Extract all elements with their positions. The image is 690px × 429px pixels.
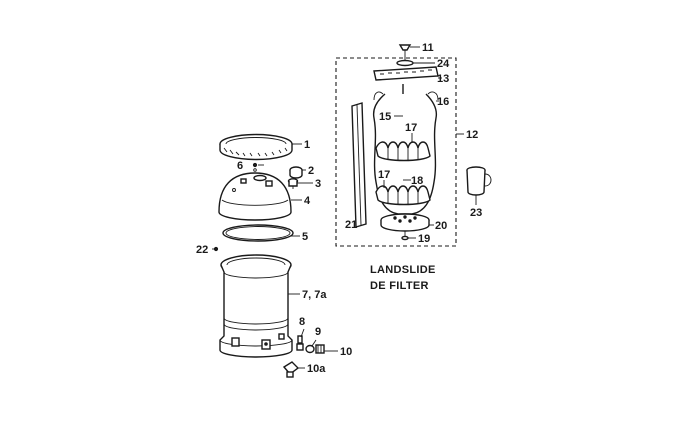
part-label-13: 13 — [437, 73, 449, 85]
o-ring-part — [222, 224, 294, 242]
part-label-18: 18 — [411, 175, 423, 187]
filter-grid-upper-part — [375, 141, 431, 162]
measuring-scoop-part — [466, 166, 492, 196]
lock-ring-part — [219, 133, 293, 161]
caption-line-1: LANDSLIDE — [370, 264, 436, 276]
caption-line-2: DE FILTER — [370, 280, 429, 292]
manifold-part — [373, 59, 439, 81]
part-label-24: 24 — [437, 58, 450, 70]
part-label-9: 9 — [315, 326, 321, 338]
part-label-4: 4 — [304, 195, 311, 207]
screw-part — [252, 162, 258, 172]
part-label-3: 3 — [315, 178, 321, 190]
part-label-17-lower: 17 — [378, 169, 390, 181]
part-label-15: 15 — [379, 111, 391, 123]
air-relief-cap-part — [289, 166, 303, 179]
part-label-5: 5 — [302, 231, 308, 243]
bottom-nut-part — [401, 231, 409, 241]
part-label-1: 1 — [304, 139, 310, 151]
grid-assembly-box — [335, 57, 457, 247]
tank-dome-part — [218, 172, 292, 221]
part-label-12: 12 — [466, 129, 478, 141]
part-label-23: 23 — [470, 207, 482, 219]
drain-cap-part — [282, 361, 300, 378]
valve-assembly-part — [287, 178, 299, 189]
leader-lines — [212, 46, 477, 369]
part-label-20: 20 — [435, 220, 447, 232]
part-label-7: 7, 7a — [302, 289, 327, 301]
part-label-22: 22 — [196, 244, 208, 256]
bottom-plate-part — [380, 213, 430, 232]
top-knob-part — [398, 44, 412, 60]
part-label-17-upper: 17 — [405, 122, 417, 134]
part-label-21: 21 — [345, 219, 357, 231]
part-label-10a: 10a — [307, 363, 326, 375]
part-label-8: 8 — [299, 316, 305, 328]
separator-tube-part — [351, 102, 367, 228]
part-label-19: 19 — [418, 233, 430, 245]
part-label-10: 10 — [340, 346, 352, 358]
part-label-2: 2 — [308, 165, 314, 177]
drain-fitting-part — [296, 335, 325, 354]
part-label-11: 11 — [422, 42, 434, 54]
part-label-6: 6 — [237, 160, 243, 172]
filter-grid-lower-part — [375, 185, 431, 206]
tank-body-part — [219, 254, 293, 358]
part-label-16: 16 — [437, 96, 449, 108]
